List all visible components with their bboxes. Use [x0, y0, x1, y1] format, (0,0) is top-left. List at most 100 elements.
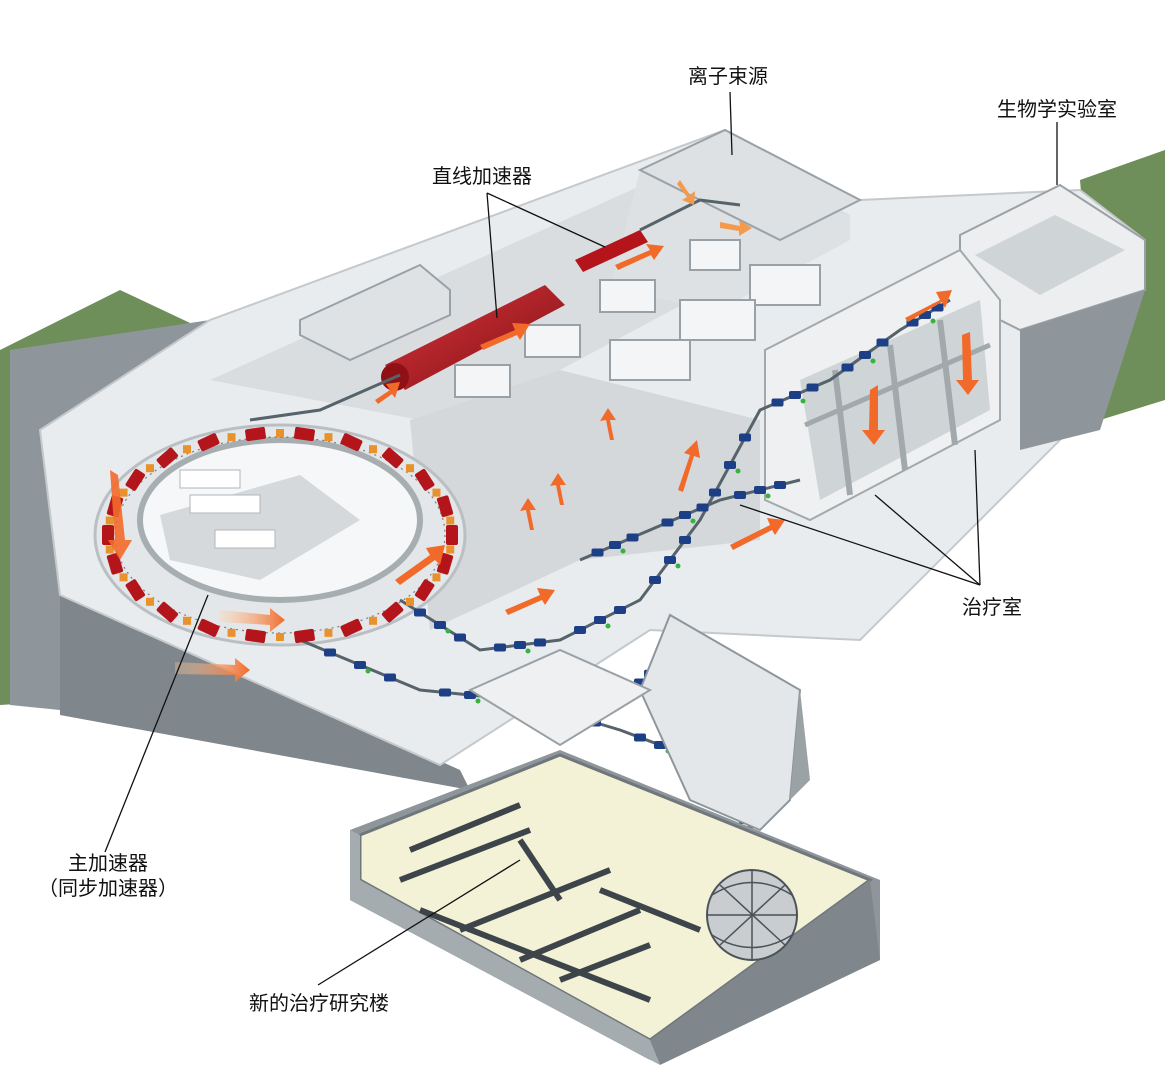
- beam-monitor-marker: [800, 398, 806, 404]
- dipole-magnet: [156, 601, 179, 623]
- beamline-magnet: [634, 733, 646, 742]
- beamline-magnet: [514, 641, 526, 649]
- quadrupole-magnet: [368, 445, 377, 454]
- beam-monitor-marker: [930, 318, 936, 324]
- beamline-magnet: [626, 533, 639, 542]
- quadrupole-magnet: [368, 616, 377, 625]
- quadrupole-magnet: [405, 597, 414, 606]
- beamline-magnet: [739, 433, 751, 442]
- quadrupole-magnet: [183, 616, 192, 625]
- quadrupole-magnet: [446, 545, 455, 554]
- quadrupole-magnet: [405, 464, 414, 473]
- label-treatment-room: 治疗室: [962, 595, 1022, 619]
- beam-monitor-marker: [675, 563, 681, 569]
- dipole-magnet: [381, 601, 404, 623]
- dipole-magnet: [436, 495, 454, 518]
- beam-monitor-marker: [475, 698, 481, 704]
- quadrupole-magnet: [276, 429, 284, 437]
- label-main-accelerator-line2: （同步加速器）: [38, 876, 178, 900]
- synchrotron-ring: [93, 423, 467, 647]
- beam-monitor-marker: [690, 518, 696, 524]
- beamline-magnet: [754, 486, 766, 494]
- dipole-magnet: [197, 433, 220, 452]
- beam-monitor-marker: [365, 668, 371, 674]
- dipole-magnet: [340, 618, 363, 637]
- beamline-magnet: [679, 536, 691, 544]
- beam-monitor-marker: [765, 493, 771, 499]
- dipole-magnet: [381, 447, 404, 469]
- beamline-magnet: [434, 621, 446, 629]
- beam-monitor-marker: [525, 648, 531, 654]
- beam-monitor-marker: [870, 358, 876, 364]
- quadrupole-magnet: [227, 628, 236, 637]
- quadrupole-magnet: [105, 516, 114, 525]
- beamline-magnet: [649, 576, 661, 584]
- beamline-magnet: [789, 391, 801, 399]
- dipole-magnet: [125, 579, 145, 602]
- beamline-magnet: [494, 643, 506, 652]
- dipole-magnet: [340, 433, 363, 452]
- quadrupole-magnet: [324, 433, 333, 442]
- label-main-accelerator: 主加速器 （同步加速器）: [38, 851, 178, 901]
- new-treatment-building: [350, 613, 880, 1065]
- dipole-magnet: [293, 426, 315, 442]
- quadrupole-magnet: [119, 488, 128, 497]
- leader-lines: [104, 91, 1058, 986]
- beam-monitor-marker: [620, 548, 626, 554]
- dipole-magnet: [125, 468, 145, 491]
- beam-monitor-marker: [445, 628, 451, 634]
- beamline-magnet: [724, 461, 736, 469]
- beamline-magnet: [414, 608, 426, 617]
- beam-monitor-marker: [735, 468, 741, 474]
- beamline-magnet: [661, 518, 674, 527]
- dipole-magnet: [293, 628, 315, 644]
- beamline-magnet: [439, 688, 451, 697]
- quadrupole-magnet: [105, 545, 114, 554]
- beamline-magnet: [614, 606, 626, 614]
- beamline-magnet: [696, 503, 709, 512]
- beamline-magnet: [664, 556, 676, 564]
- label-ion-source: 离子束源: [688, 64, 768, 88]
- beamline-magnet: [324, 648, 336, 657]
- label-new-building: 新的治疗研究楼: [249, 991, 389, 1015]
- beamline-magnet: [859, 351, 871, 359]
- quadrupole-magnet: [227, 433, 236, 442]
- beamline-magnet: [354, 661, 366, 669]
- quadrupole-magnet: [146, 597, 155, 606]
- beamline-magnet: [734, 491, 746, 499]
- gantry-sphere: [706, 869, 798, 961]
- quadrupole-magnet: [276, 633, 284, 641]
- quadrupole-magnet: [432, 573, 441, 582]
- dipole-magnet: [446, 525, 458, 545]
- beamline-magnet: [574, 626, 586, 634]
- beamline-magnet: [774, 481, 786, 489]
- dipole-magnet: [245, 628, 267, 644]
- dipole-magnet: [415, 579, 435, 602]
- beamline-magnet: [841, 363, 854, 372]
- beamline-magnet: [876, 338, 889, 347]
- label-linac: 直线加速器: [432, 164, 532, 188]
- dipole-magnet: [197, 618, 220, 637]
- quadrupole-magnet: [183, 445, 192, 454]
- quadrupole-magnet: [446, 516, 455, 525]
- ring-quadrupole-magnets: [105, 429, 455, 641]
- beamline-magnet: [454, 633, 466, 642]
- dipole-magnet: [415, 468, 435, 491]
- beamline-magnet: [609, 541, 621, 549]
- beam-monitor-marker: [605, 623, 611, 629]
- beamline-magnet: [591, 548, 604, 557]
- beamline-magnet: [771, 398, 784, 407]
- beamline-magnet: [806, 383, 819, 392]
- quadrupole-magnet: [432, 488, 441, 497]
- label-biology-lab: 生物学实验室: [997, 97, 1117, 121]
- beamline-magnet: [384, 673, 396, 682]
- beamline-magnet: [534, 638, 546, 647]
- beamline-magnet: [709, 488, 721, 497]
- quadrupole-magnet: [146, 464, 155, 473]
- dipole-magnet: [156, 447, 179, 469]
- label-main-accelerator-line1: 主加速器: [68, 851, 148, 875]
- beamline-magnet: [679, 511, 691, 519]
- quadrupole-magnet: [119, 573, 128, 582]
- beam-direction-arrows: [108, 180, 979, 682]
